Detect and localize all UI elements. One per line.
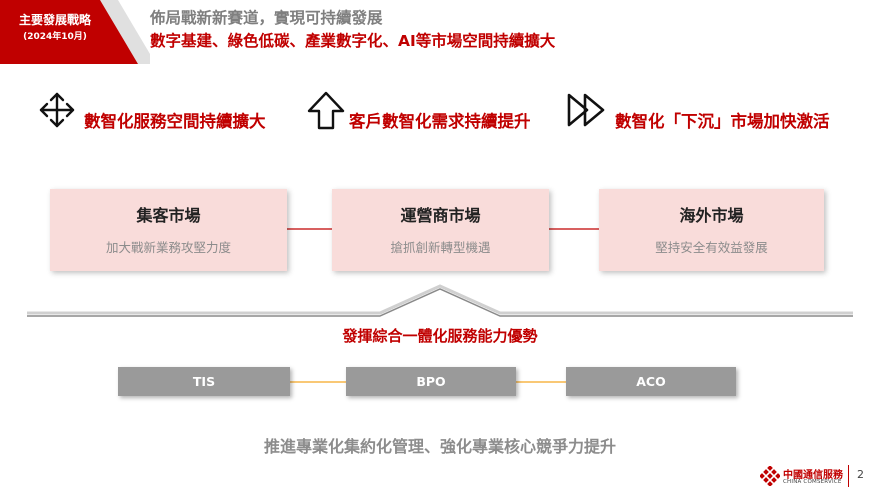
- section-tag-date: (2024年10月): [23, 32, 87, 42]
- market-box-operator: 運營商市場 搶抓創新轉型機遇: [332, 189, 549, 271]
- four-way-arrows-icon: [39, 92, 75, 128]
- brand-name-cn: 中國通信服務: [783, 470, 843, 481]
- market-subtitle: 搶抓創新轉型機遇: [390, 240, 491, 255]
- market-subtitle: 加大戰新業務攻堅力度: [105, 240, 231, 255]
- page-number: 2: [857, 468, 864, 481]
- market-box-enterprise: 集客市場 加大戰新業務攻堅力度: [50, 189, 287, 271]
- company-logo-icon: [760, 466, 780, 486]
- up-arrow-icon: [307, 91, 345, 130]
- market-title: 運營商市場: [400, 206, 481, 225]
- page-subtitle: 數字基建、綠色低碳、產業數字化、AI等市場空間持續擴大: [150, 32, 556, 50]
- service-bar-aco: ACO: [566, 367, 736, 396]
- management-statement: 推進專業化集約化管理、強化專業核心競爭力提升: [263, 437, 616, 456]
- market-title: 集客市場: [136, 206, 201, 225]
- market-box-overseas: 海外市場 堅持安全有效益發展: [599, 189, 824, 271]
- theme-sinking-market: 數智化「下沉」市場加快激活: [615, 112, 830, 131]
- market-subtitle: 堅持安全有效益發展: [655, 240, 768, 255]
- header-ribbon: [0, 0, 150, 64]
- service-bar-bpo: BPO: [346, 367, 516, 396]
- market-title: 海外市場: [679, 206, 744, 225]
- section-tag-title: 主要發展戰略: [18, 13, 91, 27]
- page-title: 佈局戰新新賽道，實現可持續發展: [150, 9, 383, 27]
- double-chevron-right-icon: [567, 93, 605, 127]
- footer-divider: [848, 465, 849, 487]
- brand-name-en: CHINA COMSERVICE: [783, 479, 842, 485]
- platform-divider: [27, 284, 853, 317]
- theme-service-space: 數智化服務空間持續擴大: [84, 112, 266, 131]
- integrated-service-label: 發揮綜合一體化服務能力優勢: [342, 327, 538, 345]
- service-bar-tis: TIS: [118, 367, 290, 396]
- theme-customer-demand: 客戶數智化需求持續提升: [349, 112, 531, 131]
